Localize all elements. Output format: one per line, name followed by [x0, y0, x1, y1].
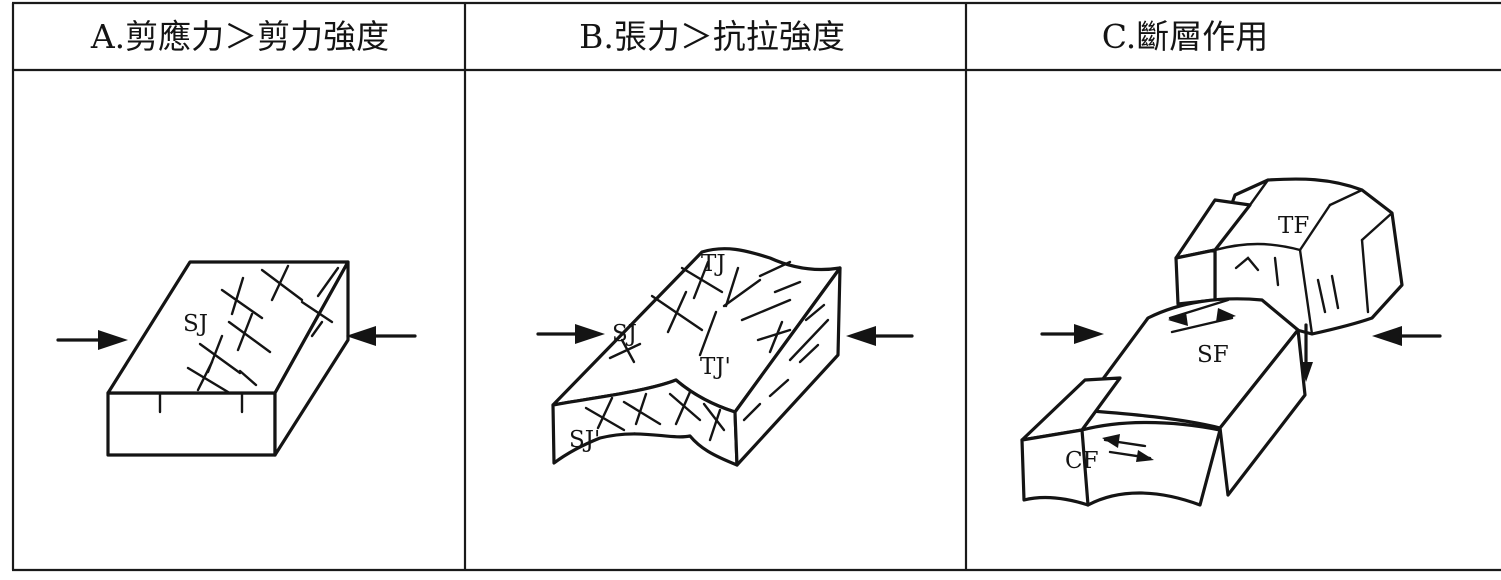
panel-c-compression-arrow-left [1040, 324, 1104, 344]
panel-b-label-tj-prime: TJ' [700, 354, 731, 380]
panel-b-label-sj: SJ [612, 321, 637, 347]
panel-a-compression-arrow-left [56, 330, 128, 350]
panel-c-drawing: TF SF CF [1020, 177, 1442, 507]
panel-b-compression-arrow-left [536, 324, 605, 344]
panel-a-shear-joints [186, 264, 340, 394]
panel-c-label-cf: CF [1065, 448, 1099, 474]
panel-b-folded-block [551, 247, 842, 467]
panel-b-compression-arrow-right [846, 326, 914, 346]
panel-c-strike-slip-fault-block [1078, 297, 1307, 497]
panel-b-label-sj-prime: SJ' [569, 427, 600, 453]
panel-a-label-sj: SJ [183, 311, 208, 337]
panel-b-header: B.張力＞抗拉強度 [579, 17, 845, 56]
panel-b-drawing: TJ SJ TJ' SJ' [536, 247, 914, 467]
panel-c-normal-fault-block [1020, 376, 1222, 507]
panel-a-compression-arrow-right [346, 326, 417, 346]
panel-a-rock-block [106, 260, 350, 457]
panel-b-label-tj: TJ [701, 251, 726, 277]
panel-a-drawing: SJ [56, 260, 417, 457]
panel-c-label-tf: TF [1278, 213, 1309, 239]
panel-c-compression-arrow-right [1372, 326, 1442, 346]
panel-b-tension-and-shear-joints [584, 260, 830, 442]
table-grid [11, 1, 1501, 572]
panel-c-header: C.斷層作用 [1102, 17, 1269, 56]
panel-a-header: A.剪應力＞剪力強度 [90, 17, 389, 56]
panel-c-label-sf: SF [1197, 342, 1229, 368]
